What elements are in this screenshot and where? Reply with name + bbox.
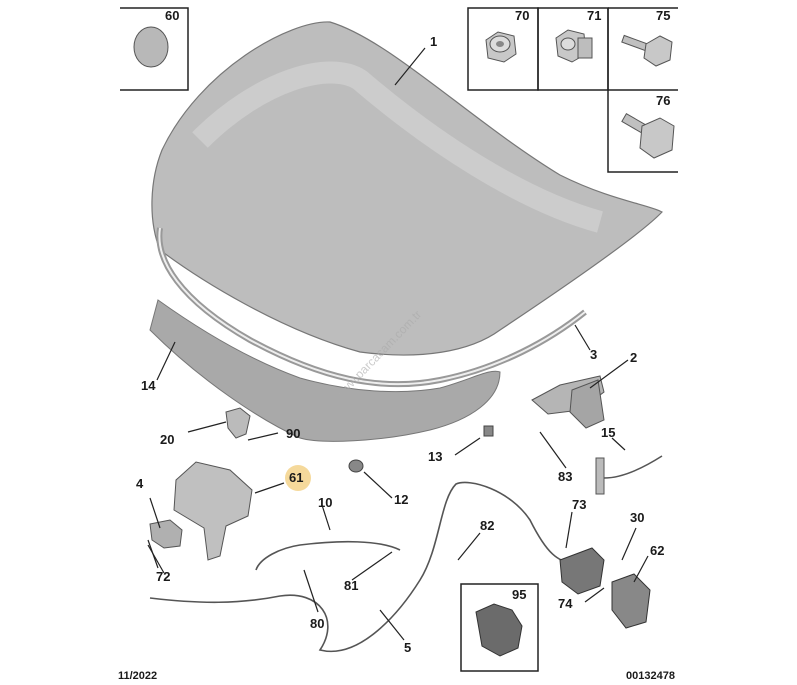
bump-stop-12 bbox=[348, 459, 364, 473]
hood-inner-panel bbox=[149, 299, 501, 442]
cable-5 bbox=[149, 481, 576, 653]
callout-1[interactable]: 1 bbox=[430, 34, 438, 49]
callout-90[interactable]: 90 bbox=[286, 426, 301, 441]
callout-76[interactable]: 76 bbox=[656, 93, 671, 108]
footer-date: 11/2022 bbox=[118, 670, 158, 682]
rod-15 bbox=[595, 455, 663, 495]
callout-81[interactable]: 81 bbox=[344, 578, 359, 593]
part-95 bbox=[475, 603, 523, 657]
callout-95[interactable]: 95 bbox=[512, 587, 527, 602]
callout-60[interactable]: 60 bbox=[165, 8, 180, 23]
nut-70 bbox=[485, 31, 517, 63]
plug-60 bbox=[133, 26, 169, 68]
callout-61[interactable]: 61 bbox=[289, 470, 304, 485]
callout-20[interactable]: 20 bbox=[160, 432, 175, 447]
callout-3[interactable]: 3 bbox=[590, 347, 598, 362]
callout-13[interactable]: 13 bbox=[428, 449, 443, 464]
callout-75[interactable]: 75 bbox=[656, 8, 671, 23]
callout-2[interactable]: 2 bbox=[630, 350, 638, 365]
callout-30[interactable]: 30 bbox=[630, 510, 645, 525]
clip-13 bbox=[483, 425, 494, 437]
inset-60 bbox=[120, 7, 189, 91]
callout-72[interactable]: 72 bbox=[156, 569, 171, 584]
callout-5[interactable]: 5 bbox=[404, 640, 412, 655]
callout-73[interactable]: 73 bbox=[572, 497, 587, 512]
callout-4[interactable]: 4 bbox=[136, 476, 144, 491]
bolt-75 bbox=[621, 34, 673, 67]
highlight-61 bbox=[285, 465, 311, 491]
bracket-20 bbox=[225, 407, 251, 439]
hinge-2 bbox=[531, 375, 605, 429]
callout-12[interactable]: 12 bbox=[394, 492, 409, 507]
callout-82[interactable]: 82 bbox=[480, 518, 495, 533]
inset-70-75 bbox=[467, 7, 678, 173]
leader-lines bbox=[147, 47, 649, 641]
hood-panel bbox=[151, 21, 663, 356]
callout-15[interactable]: 15 bbox=[601, 425, 616, 440]
latch-4 bbox=[149, 519, 183, 549]
callout-10[interactable]: 10 bbox=[318, 495, 333, 510]
callout-14[interactable]: 14 bbox=[141, 378, 156, 393]
bolt-76 bbox=[621, 112, 675, 159]
cable-10 bbox=[255, 540, 401, 571]
callout-70[interactable]: 70 bbox=[515, 8, 530, 23]
bracket-61 bbox=[173, 461, 253, 561]
callout-71[interactable]: 71 bbox=[587, 8, 602, 23]
inset-95 bbox=[460, 583, 539, 672]
nut-71 bbox=[555, 29, 593, 63]
callout-80[interactable]: 80 bbox=[310, 616, 325, 631]
lock-73 bbox=[559, 547, 605, 595]
callout-62[interactable]: 62 bbox=[650, 543, 665, 558]
footer-reference: 00132478 bbox=[626, 670, 675, 682]
callout-74[interactable]: 74 bbox=[558, 596, 573, 611]
callout-83[interactable]: 83 bbox=[558, 469, 573, 484]
lock-62 bbox=[611, 573, 651, 629]
